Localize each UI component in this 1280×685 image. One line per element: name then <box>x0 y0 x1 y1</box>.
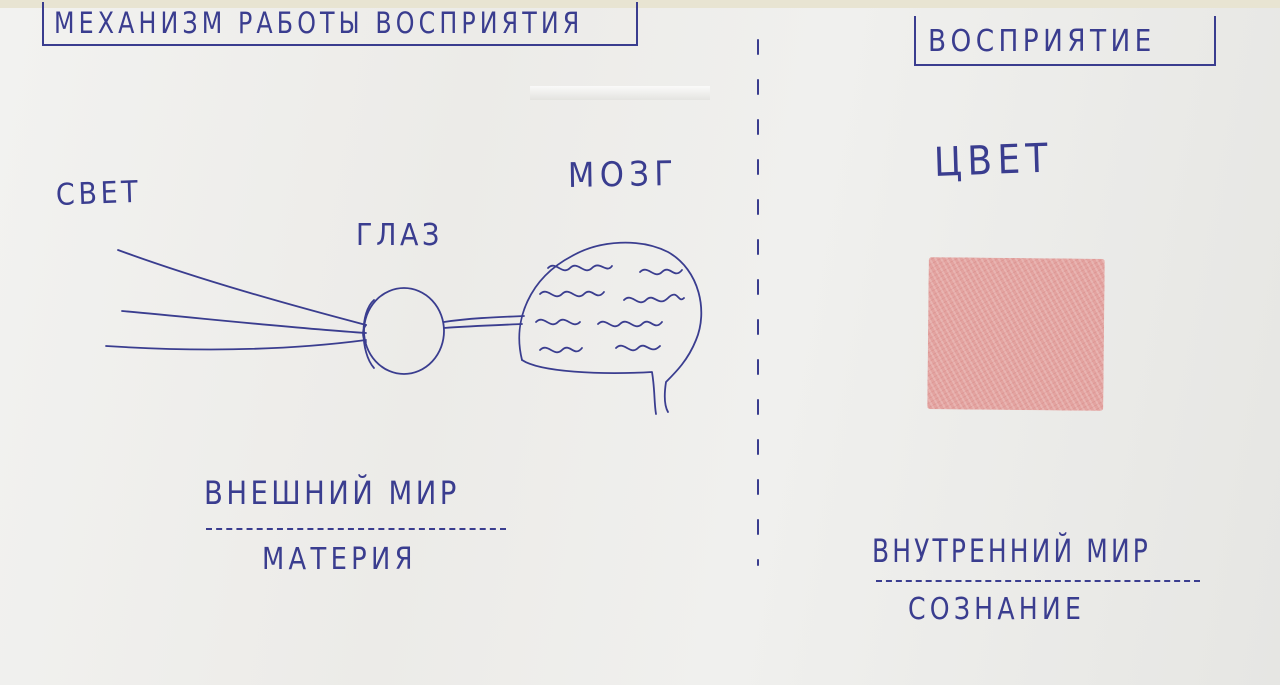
red-color-swatch <box>927 257 1105 411</box>
brain-gyrus <box>597 320 663 328</box>
paper-fold <box>530 86 710 100</box>
light-ray-1 <box>117 249 367 326</box>
brain-gyrus <box>623 293 685 304</box>
label-eye: ГЛАЗ <box>356 218 443 253</box>
optic-nerve-top <box>443 315 525 323</box>
optic-nerve-bottom <box>443 323 523 329</box>
brain-outline <box>518 241 703 413</box>
brain-gyrus <box>539 346 583 354</box>
right-caption-bottom: СОЗНАНИЕ <box>908 592 1086 627</box>
paper-top-edge <box>0 0 1280 8</box>
label-light: СВЕТ <box>55 174 142 213</box>
eye-ball <box>363 287 445 375</box>
right-caption-dashes <box>876 580 1200 582</box>
light-ray-3 <box>105 339 367 351</box>
left-title: МЕХАНИЗМ РАБОТЫ ВОСПРИЯТИЯ <box>54 6 584 40</box>
left-caption-dashes <box>206 528 506 530</box>
brain-gyrus <box>615 344 661 352</box>
brain-underside <box>521 359 657 415</box>
brain-gyrus <box>547 264 613 272</box>
label-brain: МОЗГ <box>567 153 679 196</box>
brain-gyrus <box>539 290 605 298</box>
brain-gyrus <box>639 268 683 276</box>
brain-gyrus <box>535 318 581 326</box>
right-caption-top: ВНУТРЕННИЙ МИР <box>872 532 1151 570</box>
left-caption-bottom: МАТЕРИЯ <box>262 542 417 577</box>
light-ray-2 <box>121 310 367 334</box>
left-caption-top: ВНЕШНИЙ МИР <box>204 474 460 512</box>
label-color: ЦВЕТ <box>933 135 1054 186</box>
eye-pupil <box>362 324 367 343</box>
right-title: ВОСПРИЯТИЕ <box>928 24 1156 59</box>
right-title-box: ВОСПРИЯТИЕ <box>914 16 1216 66</box>
left-title-box: МЕХАНИЗМ РАБОТЫ ВОСПРИЯТИЯ <box>42 2 638 46</box>
